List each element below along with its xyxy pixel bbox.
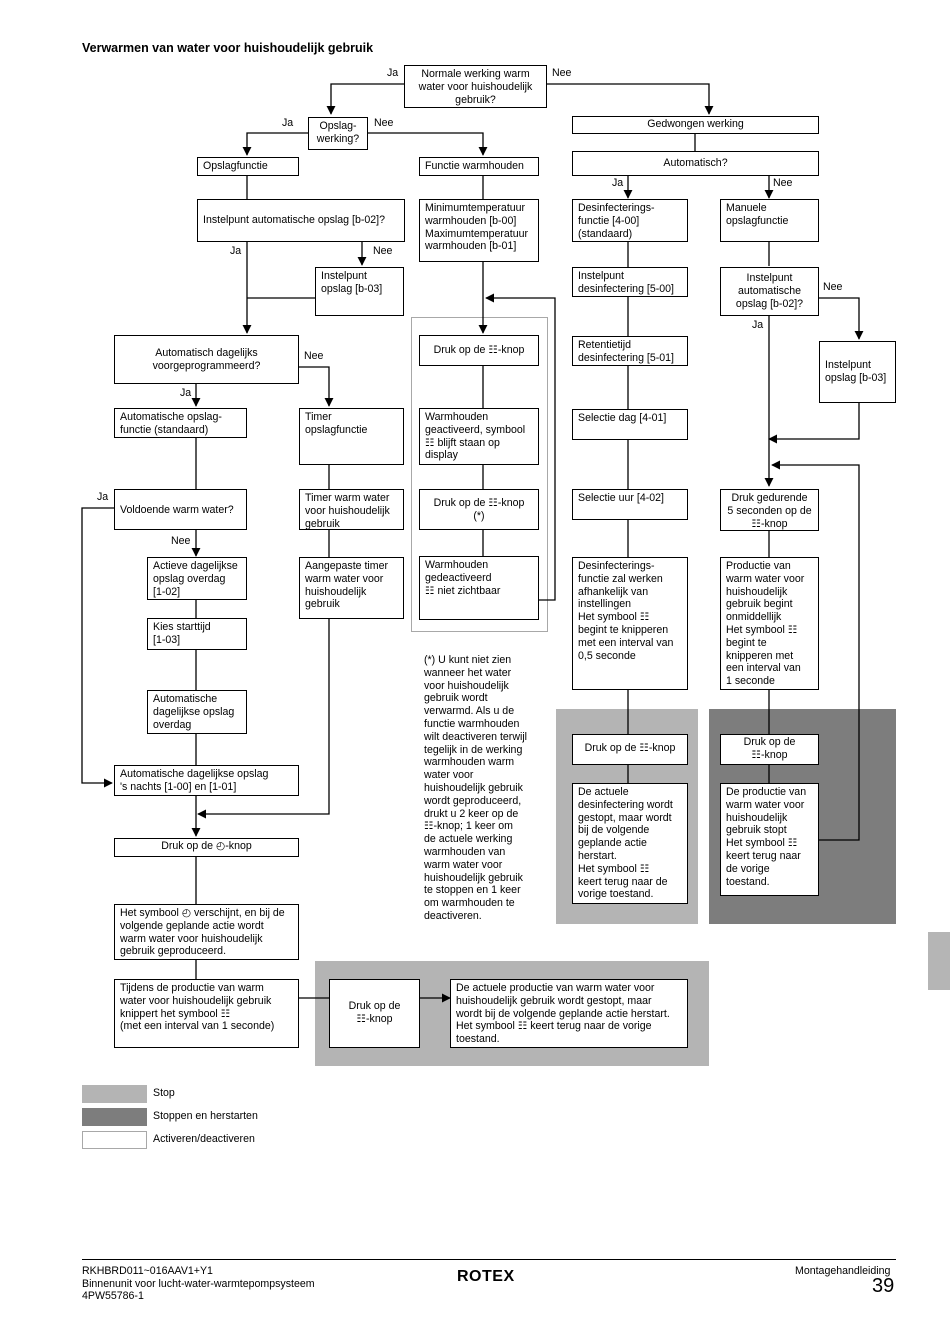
box-productie-gestopt: De productie van warm water voor huishou… <box>720 783 819 896</box>
box-opslag-werking: Opslag- werking? <box>308 117 368 150</box>
label-nee-opslag: Nee <box>374 117 394 129</box>
box-druk-5-seconden: Druk gedurende 5 seconden op de ☷-knop <box>720 489 819 531</box>
box-desinfectering-werken: Desinfecterings- functie zal werken afha… <box>572 557 688 690</box>
label-ja-dagelijks: Ja <box>180 387 192 399</box>
box-symbool-klok: Het symbool ◴ verschijnt, en bij de volg… <box>114 904 299 960</box>
footer-rule <box>82 1259 896 1260</box>
box-actuele-productie: De actuele productie van warm water voor… <box>450 979 688 1048</box>
box-manuele-opslag: Manuele opslagfunctie <box>720 199 819 242</box>
box-instelpunt-5-00: Instelpunt desinfectering [5-00] <box>572 267 688 297</box>
box-instelpunt-b03-right: Instelpunt opslag [b-03] <box>819 341 896 403</box>
legend-swatch-stop <box>82 1085 147 1103</box>
box-productie-begint: Productie van warm water voor huishoudel… <box>720 557 819 690</box>
box-auto-dagelijks-overdag: Automatische dagelijkse opslag overdag <box>147 690 247 734</box>
box-druk-klok-knop: Druk op de ◴-knop <box>114 838 299 857</box>
footnote-warmhouden: (*) U kunt niet zien wanneer het water v… <box>424 654 528 922</box>
legend-label-stop: Stop <box>153 1087 175 1099</box>
box-warmhouden-geactiveerd: Warmhouden geactiveerd, symbool ☷ blijft… <box>419 408 539 465</box>
box-min-max-temp: Minimumtemperatuur warmhouden [b-00] Max… <box>419 199 539 262</box>
page-title: Verwarmen van water voor huishoudelijk g… <box>82 41 374 55</box>
box-normal-werking: Normale werking warm water voor huishoud… <box>404 65 547 108</box>
box-druk-knop-1: Druk op de ☷-knop <box>419 335 539 366</box>
box-auto-dagelijks: Automatisch dagelijks voorgeprogrammeerd… <box>114 335 299 384</box>
label-ja-opslag: Ja <box>282 117 294 129</box>
box-timer-opslag: Timer opslagfunctie <box>299 408 404 465</box>
footer-right: Montagehandleiding <box>795 1265 891 1277</box>
box-automatisch: Automatisch? <box>572 151 819 176</box>
label-ja-automatisch: Ja <box>612 177 624 189</box>
label-nee-top: Nee <box>552 67 572 79</box>
box-selectie-uur: Selectie uur [4-02] <box>572 489 688 520</box>
label-ja-voldoende: Ja <box>97 491 109 503</box>
label-nee-b02-right: Nee <box>823 281 843 293</box>
box-functie-warmhouden: Functie warmhouden <box>419 157 539 176</box>
label-ja-b02: Ja <box>230 245 242 257</box>
box-tijdens-productie: Tijdens de productie van warm water voor… <box>114 979 299 1048</box>
box-selectie-dag: Selectie dag [4-01] <box>572 409 688 440</box>
label-nee-voldoende: Nee <box>171 535 191 547</box>
box-voldoende-warm-water: Voldoende warm water? <box>114 489 247 530</box>
legend-swatch-activate <box>82 1131 147 1149</box>
box-opslagfunctie: Opslagfunctie <box>197 157 299 176</box>
legend-label-stop-restart: Stoppen en herstarten <box>153 1110 258 1122</box>
box-gedwongen-werking: Gedwongen werking <box>572 116 819 134</box>
label-nee-automatisch: Nee <box>773 177 793 189</box>
label-ja-b02-right: Ja <box>752 319 764 331</box>
legend-swatch-stop-restart <box>82 1108 147 1126</box>
box-instelpunt-auto-b02-right: Instelpunt automatische opslag [b-02]? <box>720 267 819 316</box>
box-auto-nachts: Automatische dagelijkse opslag 's nachts… <box>114 765 299 796</box>
box-desinfectering-gestopt: De actuele desinfectering wordt gestopt,… <box>572 783 688 904</box>
box-instelpunt-b03-left: Instelpunt opslag [b-03] <box>315 267 404 316</box>
box-druk-knop-3: Druk op de ☷-knop <box>572 734 688 765</box>
box-druk-knop-2: Druk op de ☷-knop (*) <box>419 489 539 530</box>
box-auto-opslag-standaard: Automatische opslag- functie (standaard) <box>114 408 247 438</box>
box-retentietijd: Retentietijd desinfectering [5-01] <box>572 336 688 366</box>
box-warmhouden-gedeactiveerd: Warmhouden gedeactiveerd ☷ niet zichtbaa… <box>419 556 539 620</box>
label-nee-b02: Nee <box>373 245 393 257</box>
chapter-tab <box>928 932 950 990</box>
box-instelpunt-auto-b02: Instelpunt automatische opslag [b-02]? <box>197 199 405 242</box>
label-nee-dagelijks: Nee <box>304 350 324 362</box>
box-kies-starttijd: Kies starttijd [1-03] <box>147 618 247 650</box>
box-aangepaste-timer: Aangepaste timer warm water voor huishou… <box>299 557 404 619</box>
box-actieve-dagelijkse: Actieve dagelijkse opslag overdag [1-02] <box>147 557 247 600</box>
box-timer-warm-water: Timer warm water voor huishoudelijk gebr… <box>299 489 404 530</box>
brand-logo: ROTEX <box>457 1268 515 1285</box>
page-number: 39 <box>872 1275 895 1297</box>
box-desinfectering-4-00: Desinfecterings- functie [4-00] (standaa… <box>572 199 688 242</box>
footer-left: RKHBRD011~016AAV1+Y1 Binnenunit voor luc… <box>82 1265 315 1302</box>
activate-region-warmhouden <box>411 317 548 632</box>
box-druk-knop-4: Druk op de ☷-knop <box>720 734 819 765</box>
label-ja-top: Ja <box>387 67 399 79</box>
box-druk-knop-5: Druk op de ☷-knop <box>329 979 420 1048</box>
legend-label-activate: Activeren/deactiveren <box>153 1133 255 1145</box>
